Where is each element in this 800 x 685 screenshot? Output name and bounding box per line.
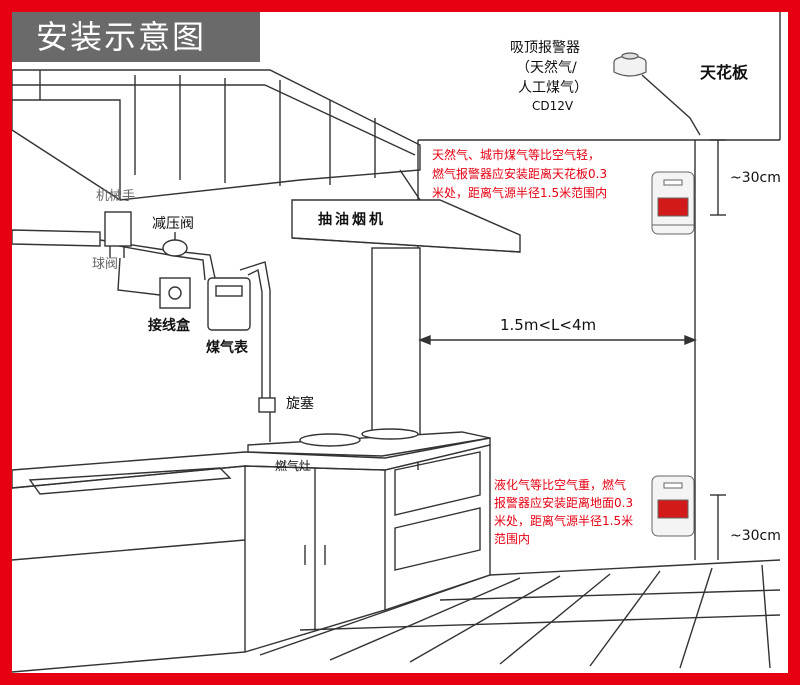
range-hood-shape bbox=[291, 199, 521, 253]
gas-stove-shape bbox=[247, 431, 491, 457]
ceiling-label: 天花板 bbox=[700, 63, 749, 82]
distance-bottom-label: ~30cm bbox=[730, 528, 781, 544]
natural-gas-note-1: 天然气、城市煤气等比空气轻， bbox=[432, 147, 600, 162]
lpg-note-3: 米处，距离气源半径1.5米 bbox=[494, 513, 633, 528]
gas-meter-label: 煤气表 bbox=[206, 339, 249, 356]
lpg-note-4: 范围内 bbox=[494, 532, 530, 546]
plug-valve-label: 旋塞 bbox=[286, 395, 314, 412]
natural-gas-note-2: 燃气报警器应安装距离天花板0.3 bbox=[432, 166, 607, 181]
distance-range-label: 1.5m<L<4m bbox=[500, 316, 596, 334]
ceiling-detector-label-3: 人工煤气） bbox=[518, 80, 588, 96]
ceiling-detector-label-4: CD12V bbox=[532, 99, 574, 113]
kitchen-diagram: 吸顶报警器 （天然气/ 人工煤气） CD12V 天花板 ~30cm ~30cm … bbox=[12, 12, 781, 673]
gas-stove-label: 燃气灶 bbox=[275, 458, 311, 473]
lpg-note-1: 液化气等比空气重，燃气 bbox=[494, 477, 626, 492]
wall-detector-top-icon bbox=[651, 171, 695, 235]
range-hood-label: 抽油烟机 bbox=[318, 211, 386, 228]
ceiling-cabinet-outline bbox=[12, 69, 421, 201]
natural-gas-note-3: 米处，距离气源半径1.5米范围内 bbox=[432, 185, 607, 200]
ceiling-detector-label-2: （天然气/ bbox=[516, 59, 577, 76]
wall-detector-bottom-icon bbox=[651, 475, 695, 537]
ball-valve-label: 球阀 bbox=[92, 257, 118, 272]
manipulator-label: 机械手 bbox=[96, 189, 135, 204]
ceiling-detector-label-1: 吸顶报警器 bbox=[510, 40, 580, 56]
distance-top-label: ~30cm bbox=[730, 170, 781, 186]
lpg-note-2: 报警器应安装距离地面0.3 bbox=[494, 495, 633, 510]
pressure-valve-label: 减压阀 bbox=[152, 216, 194, 232]
page-title: 安装示意图 bbox=[12, 12, 260, 62]
junction-box-shape bbox=[159, 277, 191, 309]
ceiling-detector-icon bbox=[613, 52, 647, 77]
junction-box-label: 接线盒 bbox=[148, 317, 191, 334]
